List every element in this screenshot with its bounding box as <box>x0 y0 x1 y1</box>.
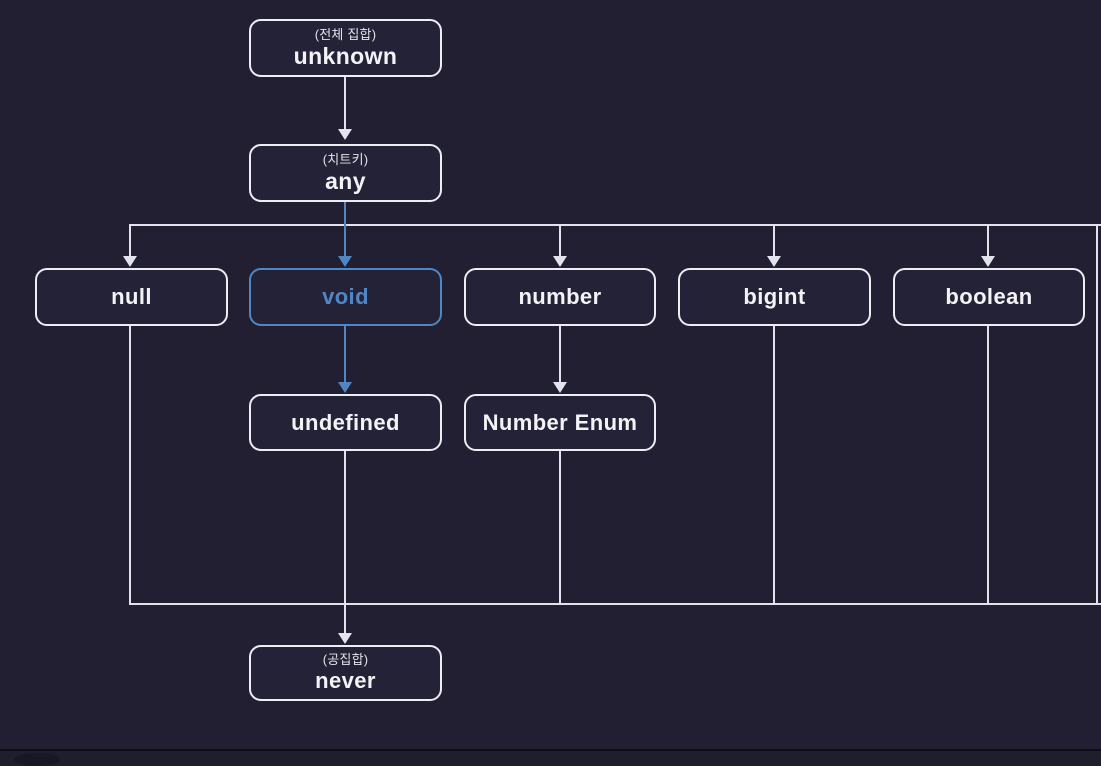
arrow-into-number <box>553 256 567 267</box>
node-bigint-label: bigint <box>743 284 806 310</box>
node-unknown-label: unknown <box>293 42 398 69</box>
edge-any-void <box>344 202 346 258</box>
bottom-bar <box>0 751 1101 766</box>
edge-null-converge <box>129 326 131 603</box>
edge-branch-null <box>129 226 131 258</box>
edge-unknown-any <box>344 77 346 132</box>
arrow-into-null <box>123 256 137 267</box>
edge-numberenum-converge <box>559 451 561 603</box>
node-null: null <box>35 268 228 326</box>
arrow-into-void <box>338 256 352 267</box>
arrow-into-any <box>338 129 352 140</box>
edge-void-undefined <box>344 326 346 384</box>
node-number-enum-label: Number Enum <box>482 409 638 435</box>
branch-line-top <box>129 224 1101 226</box>
arrow-into-never <box>338 633 352 644</box>
edge-bigint-converge <box>773 326 775 603</box>
edge-branch-boolean <box>987 226 989 258</box>
node-number-enum: Number Enum <box>464 394 656 451</box>
edge-boolean-converge <box>987 326 989 603</box>
node-void-label: void <box>322 284 369 310</box>
node-undefined-label: undefined <box>291 409 400 435</box>
node-bigint: bigint <box>678 268 871 326</box>
node-any: (치트키) any <box>249 144 442 202</box>
node-never-sublabel: (공집합) <box>322 652 369 668</box>
node-unknown: (전체 집합) unknown <box>249 19 442 77</box>
edge-branch-offscreen <box>1096 226 1098 603</box>
node-number-label: number <box>518 284 602 310</box>
node-undefined: undefined <box>249 394 442 451</box>
node-unknown-sublabel: (전체 집합) <box>314 26 377 42</box>
node-boolean-label: boolean <box>945 284 1033 310</box>
edge-number-numberenum <box>559 326 561 384</box>
node-null-label: null <box>111 284 152 310</box>
arrow-into-undefined <box>338 382 352 393</box>
edge-branch-number <box>559 226 561 258</box>
arrow-into-numberenum <box>553 382 567 393</box>
arrow-into-bigint <box>767 256 781 267</box>
edge-undefined-never <box>344 451 346 635</box>
node-any-label: any <box>325 167 366 194</box>
node-number: number <box>464 268 656 326</box>
node-boolean: boolean <box>893 268 1085 326</box>
node-void: void <box>249 268 442 326</box>
edge-branch-bigint <box>773 226 775 258</box>
node-any-sublabel: (치트키) <box>322 151 369 167</box>
node-never: (공집합) never <box>249 645 442 701</box>
node-never-label: never <box>315 668 376 694</box>
converge-line-bottom <box>129 603 1101 605</box>
bottom-divider <box>0 749 1101 751</box>
bottom-bar-partial-icon <box>14 753 60 766</box>
arrow-into-boolean <box>981 256 995 267</box>
